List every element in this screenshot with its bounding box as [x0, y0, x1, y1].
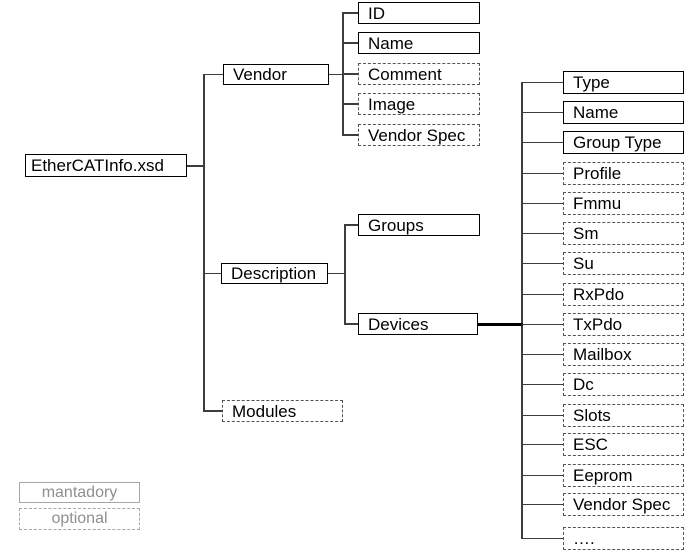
connector-branch-vendor-4 [342, 134, 358, 136]
connector-trunk-description [344, 225, 346, 324]
connector-branch-level1-2 [203, 410, 222, 412]
connector-branch-devices-15 [521, 537, 563, 540]
node-image: Image [358, 93, 480, 115]
node-comment: Comment [358, 63, 480, 85]
connector-root-link [187, 164, 205, 167]
node-devices: Devices [358, 313, 478, 335]
connector-branch-devices-14 [521, 503, 563, 506]
connector-branch-devices-11 [521, 414, 563, 417]
connector-branch-description-0 [344, 224, 358, 226]
node-rxpdo: RxPdo [563, 283, 684, 306]
connector-branch-devices-7 [521, 293, 563, 296]
connector-trunk-devices [521, 82, 523, 539]
connector-branch-devices-2 [521, 141, 563, 144]
connector-description-link [328, 272, 345, 275]
node-fmmu: Fmmu [563, 192, 684, 215]
node-vendor: Vendor [223, 64, 329, 85]
connector-branch-devices-5 [521, 232, 563, 235]
connector-branch-devices-0 [521, 81, 563, 84]
legend-item-mantadory: mantadory [19, 482, 140, 503]
node-vendor-spec: Vendor Spec [563, 493, 684, 516]
node-groups: Groups [358, 214, 480, 236]
node-dc: Dc [563, 373, 684, 396]
node-esc: ESC [563, 433, 684, 456]
node-mailbox: Mailbox [563, 343, 684, 366]
connector-branch-devices-3 [521, 172, 563, 175]
connector-branch-vendor-1 [342, 42, 358, 44]
connector-branch-devices-12 [521, 443, 563, 446]
connector-branch-vendor-3 [342, 103, 358, 105]
connector-branch-devices-1 [521, 111, 563, 114]
node-vendor-spec: Vendor Spec [358, 124, 480, 146]
node-txpdo: TxPdo [563, 313, 684, 336]
connector-branch-devices-8 [521, 323, 563, 326]
connector-branch-devices-6 [521, 262, 563, 265]
legend-item-optional: optional [19, 508, 140, 530]
node-su: Su [563, 252, 684, 275]
connector-branch-vendor-2 [342, 73, 358, 75]
node-modules: Modules [222, 400, 343, 422]
node-name: Name [563, 101, 684, 124]
node-slots: Slots [563, 404, 684, 427]
connector-branch-description-1 [344, 323, 358, 325]
connector-branch-level1-0 [203, 73, 223, 76]
node-profile: Profile [563, 162, 684, 185]
connector-branch-devices-13 [521, 474, 563, 477]
connector-branch-devices-10 [521, 383, 563, 386]
node-description: Description [221, 263, 328, 284]
connector-branch-devices-9 [521, 353, 563, 356]
connector-branch-vendor-0 [342, 12, 358, 14]
connector-branch-level1-1 [203, 272, 221, 275]
node-name: Name [358, 32, 480, 54]
connector-vendor-link [329, 73, 343, 76]
legend-item-ethercatinfo-xsd: EtherCATInfo.xsd [25, 154, 187, 177]
node-id: ID [358, 2, 480, 24]
node-type: Type [563, 71, 684, 94]
connector-branch-devices-4 [521, 202, 563, 205]
connector-trunk-level1 [203, 74, 205, 411]
node-sm: Sm [563, 222, 684, 245]
node-group-type: Group Type [563, 131, 684, 154]
connector-devices-link [478, 322, 523, 326]
node-ellipsis: …. [563, 527, 684, 550]
node-eeprom: Eeprom [563, 464, 684, 487]
